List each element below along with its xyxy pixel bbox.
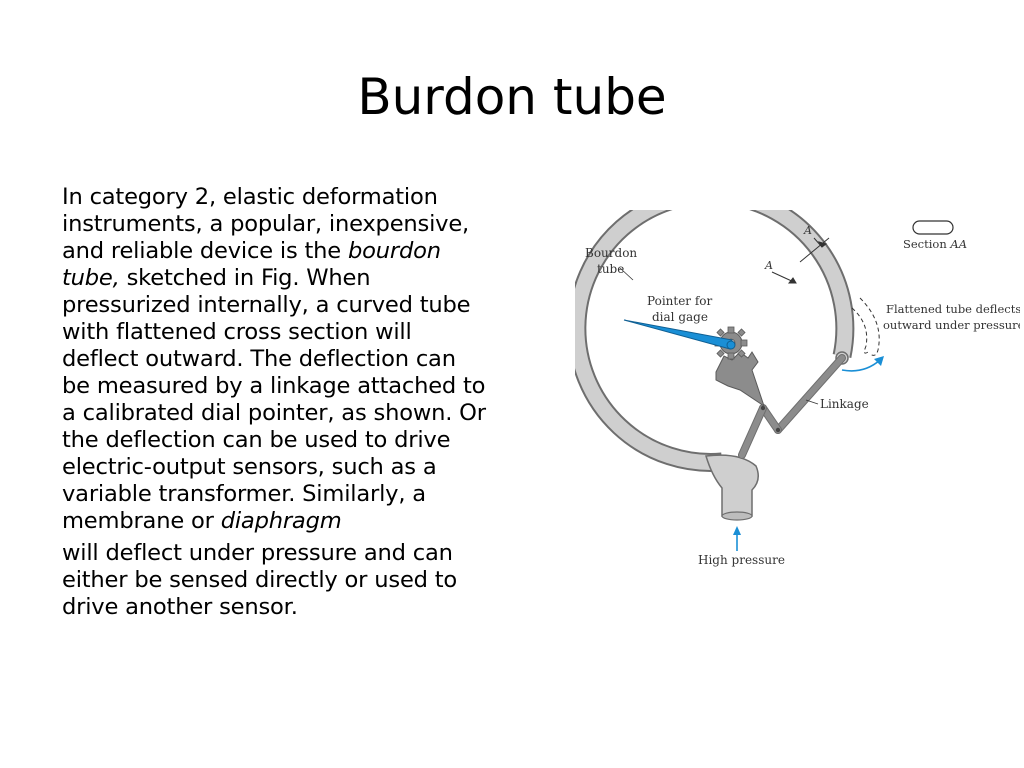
text-run: be measured by a linkage attached to xyxy=(62,373,486,399)
pressure-inlet xyxy=(705,454,759,517)
deflect-label-1: Flattened tube deflects xyxy=(886,302,1020,316)
body-line: with flattened cross section will xyxy=(62,319,412,345)
body-line: a calibrated dial pointer, as shown. Or xyxy=(62,400,486,426)
bourdon-label-2: tube xyxy=(597,262,624,276)
deflected-outline xyxy=(851,297,880,356)
section-profile xyxy=(912,220,954,235)
dial-pointer xyxy=(623,319,733,350)
text-run: variable transformer. Similarly, a xyxy=(62,481,426,507)
text-run: electric-output sensors, such as a xyxy=(62,454,437,480)
pointer-label-1: Pointer for xyxy=(647,294,713,308)
body-line: either be sensed directly or used to xyxy=(62,567,457,593)
deflect-label-2: outward under pressure xyxy=(883,318,1020,332)
text-run: will deflect under pressure and can xyxy=(62,540,453,566)
text-run: and reliable device is the xyxy=(62,238,348,264)
body-line: deflect outward. The deflection can xyxy=(62,346,456,372)
bourdon-label-1: Bourdon xyxy=(585,246,637,260)
body-line: membrane or diaphragm xyxy=(62,508,342,534)
text-run: deflect outward. The deflection can xyxy=(62,346,456,372)
body-line: electric-output sensors, such as a xyxy=(62,454,437,480)
body-line: variable transformer. Similarly, a xyxy=(62,481,426,507)
text-run: In category 2, elastic deformation xyxy=(62,184,438,210)
text-run: membrane or xyxy=(62,508,221,534)
italic-term: bourdon xyxy=(347,238,441,264)
body-line: In category 2, elastic deformation xyxy=(62,184,438,210)
pressure-label: High pressure xyxy=(698,553,785,567)
linkage-label: Linkage xyxy=(820,397,869,411)
slide-title: Burdon tube xyxy=(357,68,667,126)
body-line: will deflect under pressure and can xyxy=(62,540,453,566)
text-run: drive another sensor. xyxy=(62,594,298,620)
text-run: sketched in Fig. When xyxy=(119,265,371,291)
text-run: with flattened cross section will xyxy=(62,319,412,345)
italic-term: tube, xyxy=(62,265,120,291)
gear-sector xyxy=(715,351,765,408)
text-run: instruments, a popular, inexpensive, xyxy=(62,211,470,237)
section-label: Section AA xyxy=(903,237,967,251)
body-line: drive another sensor. xyxy=(62,594,298,620)
body-line: and reliable device is the bourdon xyxy=(62,238,441,264)
text-run: pressurized internally, a curved tube xyxy=(62,292,471,318)
body-line: be measured by a linkage attached to xyxy=(62,373,485,399)
pointer-label-2: dial gage xyxy=(652,310,708,324)
body-line: instruments, a popular, inexpensive, xyxy=(62,211,469,237)
section-marker-a1: A xyxy=(803,224,812,237)
text-run: the deflection can be used to drive xyxy=(62,427,451,453)
section-marker-a2: A xyxy=(764,259,773,272)
body-line: pressurized internally, a curved tube xyxy=(62,292,471,318)
section-markers xyxy=(771,237,830,284)
text-run: either be sensed directly or used to xyxy=(62,567,458,593)
text-run: a calibrated dial pointer, as shown. Or xyxy=(62,400,486,426)
linkage xyxy=(738,354,846,459)
bourdon-tube-figure: A A Bourdon tube Pointer for dial gage S… xyxy=(575,210,1020,580)
italic-term: diaphragm xyxy=(220,508,342,534)
deflection-arrow xyxy=(841,359,881,372)
body-line: the deflection can be used to drive xyxy=(62,427,450,453)
body-line: tube, sketched in Fig. When xyxy=(62,265,371,291)
